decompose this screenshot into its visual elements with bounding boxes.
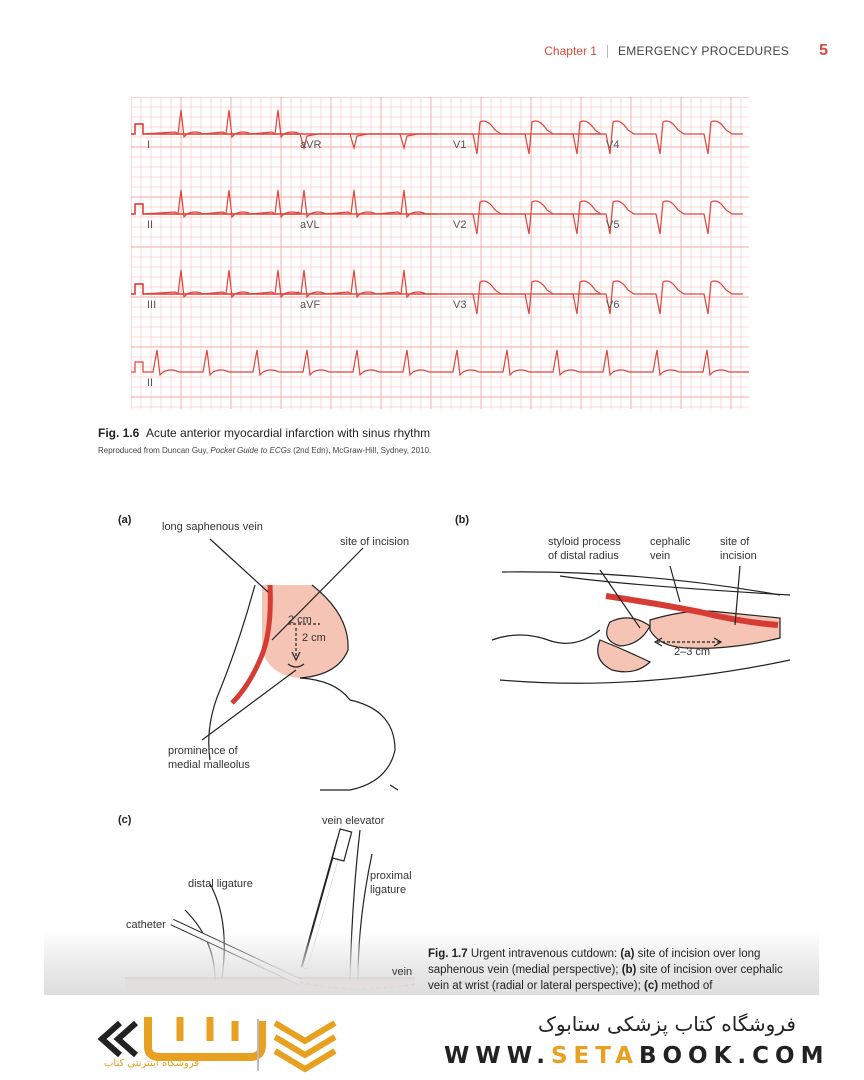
lead-label-ii: II [147,219,153,231]
lead-label-v3: V3 [453,299,466,311]
ecg-trace-v5 [131,200,743,235]
label-site-of-incision-b: site of incision [720,535,757,563]
ecg-trace-v1 [131,120,603,155]
figure-1-7-caption: Fig. 1.7 Urgent intravenous cutdown: (a)… [428,946,798,994]
label-styloid-process: styloid process of distal radius [548,535,621,563]
credit-prefix: Reproduced from Duncan Guy, [98,446,211,455]
label-catheter: catheter [126,919,166,931]
footer-banner: فروشگاه اینترنتی کتاب [0,995,864,1080]
label-site-of-incision-a: site of incision [340,536,410,548]
ecg-grid [131,97,749,409]
url-suffix: BOOK.COM [638,1043,830,1069]
lead-label-ii: II [147,377,153,389]
caption-text-2: site of incision over long saphenous vei… [428,948,761,976]
label-medial-malleolus: prominence of medial malleolus [168,744,250,772]
label-medial-malleolus-line-2: medial malleolus [168,759,250,771]
figure-number: Fig. 1.6 [98,426,140,440]
lead-label-avl: aVL [300,219,320,231]
label-vein-elevator: vein elevator [322,815,385,827]
label-long-saphenous-vein: long saphenous vein [162,521,263,533]
page-number: 5 [819,42,828,59]
label-styloid-line-2: of distal radius [548,550,619,562]
label-incision-b-line-2: incision [720,550,757,562]
label-proximal-ligature: proximal ligature [370,869,412,897]
ecg-trace-ii [131,189,301,219]
label-distal-ligature: distal ligature [188,878,253,890]
label-vein: vein [392,966,413,978]
panel-b-drawing [491,550,818,718]
caption-tag-b: (b) [621,964,637,976]
store-name: فروشگاه کتاب پزشکی ستابوک [538,1012,796,1036]
store-url-link[interactable]: WWW.SETABOOK.COM [444,1043,829,1069]
figure-number: Fig. 1.7 [428,948,468,960]
caption-tag-a: (a) [620,948,635,960]
label-styloid-line-1: styloid process [548,536,621,548]
figure-title: Acute anterior myocardial infarction wit… [146,426,431,440]
caption-text-3: site of incision over cephalic vein at w… [428,964,783,992]
lead-label-avr: aVR [300,139,321,151]
label-proximal-line-2: ligature [370,884,407,896]
section-label: EMERGENCY PROCEDURES [617,44,790,58]
label-dimension-2cm-horizontal: 2 cm [288,614,312,626]
credit-book: Pocket Guide to ECGs [210,446,291,455]
label-cephalic-line-2: vein [650,550,671,562]
lead-label-v2: V2 [453,219,466,231]
panel-c-label: (c) [118,814,132,826]
label-dimension-2cm-vertical: 2 cm [302,632,326,644]
label-dimension-2-3cm: 2–3 cm [674,646,711,658]
ecg-trace-iii [131,269,301,299]
lead-label-i: I [147,139,150,151]
label-incision-b-line-1: site of [720,536,750,548]
lead-label-avf: aVF [300,299,320,311]
logo-tagline: فروشگاه اینترنتی کتاب [104,1058,200,1069]
panel-a-label: (a) [118,514,132,526]
lead-label-v1: V1 [453,139,466,151]
ecg-trace-rhythm-strip [131,349,749,377]
setabook-logo-icon [97,1017,337,1073]
credit-suffix: (2nd Edn), McGraw-Hill, Sydney, 2010. [290,446,432,455]
caption-tag-c: (c) [644,980,659,992]
lead-label-v5: V5 [606,219,619,231]
running-header: Chapter 1 EMERGENCY PROCEDURES 5 [544,42,828,60]
panel-a-drawing [201,538,399,791]
label-proximal-line-1: proximal [370,870,412,882]
ecg-trace-v6 [131,280,743,315]
caption-text-1: Urgent intravenous cutdown: [467,948,621,960]
lead-label-iii: III [147,299,156,311]
ecg-traces [131,109,749,377]
ecg-trace-v4 [131,120,743,155]
lead-label-v6: V6 [606,299,619,311]
label-cephalic-vein: cephalic vein [650,535,690,563]
chapter-label: Chapter 1 [544,44,597,58]
url-prefix: WWW. [444,1043,551,1069]
figure-1-6-credit: Reproduced from Duncan Guy, Pocket Guide… [98,446,431,455]
header-divider [606,44,608,58]
label-cephalic-line-1: cephalic [650,536,691,548]
bottom-fade [44,930,819,995]
panel-b-label: (b) [455,514,470,526]
ecg-trace-v2 [131,200,603,235]
caption-text-4: method of [658,980,713,992]
url-highlight: SETA [550,1043,639,1069]
label-medial-malleolus-line-1: prominence of [168,745,238,757]
figure-1-6-caption: Fig. 1.6 Acute anterior myocardial infar… [98,426,430,440]
ecg-trace-v3 [131,280,603,315]
ecg-trace-i [131,109,301,139]
lead-label-v4: V4 [606,139,619,151]
